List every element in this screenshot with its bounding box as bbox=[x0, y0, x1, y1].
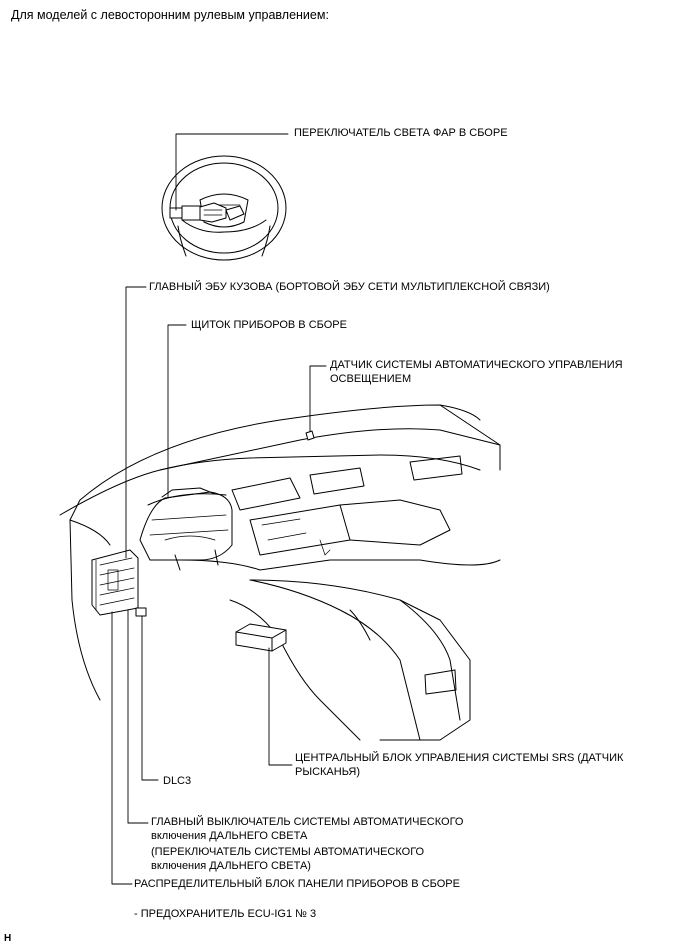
label-ahb-switch-line1: ГЛАВНЫЙ ВЫКЛЮЧАТЕЛЬ СИСТЕМЫ АВТОМАТИЧЕСК… bbox=[151, 816, 464, 828]
label-light-sensor-line2: ОСВЕЩЕНИЕМ bbox=[330, 373, 412, 385]
leader-lines bbox=[111, 133, 327, 885]
headlight-switch-assembly bbox=[169, 202, 245, 223]
label-ahb-sub-line2: включения ДАЛЬНЕГО СВЕТА) bbox=[151, 860, 311, 872]
header-note: Для моделей с левосторонним рулевым упра… bbox=[11, 8, 329, 22]
corner-mark: H bbox=[4, 933, 12, 944]
dashboard-outline bbox=[59, 404, 501, 741]
label-ahb-switch-line2: включения ДАЛЬНЕГО СВЕТА bbox=[151, 830, 308, 842]
label-ahb-sub-line1: (ПЕРЕКЛЮЧАТЕЛЬ СИСТЕМЫ АВТОМАТИЧЕСКОГО bbox=[151, 846, 425, 858]
label-junction-block: РАСПРЕДЕЛИТЕЛЬНЫЙ БЛОК ПАНЕЛИ ПРИБОРОВ В… bbox=[134, 878, 460, 890]
combination-meter bbox=[139, 487, 233, 571]
label-fuse: - ПРЕДОХРАНИТЕЛЬ ECU-IG1 № 3 bbox=[134, 908, 317, 920]
label-light-sensor-line1: ДАТЧИК СИСТЕМЫ АВТОМАТИЧЕСКОГО УПРАВЛЕНИ… bbox=[330, 359, 623, 371]
label-combination-meter: ЩИТОК ПРИБОРОВ В СБОРЕ bbox=[191, 319, 347, 331]
label-dlc3: DLC3 bbox=[163, 775, 192, 787]
label-srs-line2: РЫСКАНЬЯ) bbox=[295, 766, 361, 778]
label-srs-line1: ЦЕНТРАЛЬНЫЙ БЛОК УПРАВЛЕНИЯ СИСТЕМЫ SRS … bbox=[295, 752, 624, 764]
dlc3-connector bbox=[135, 607, 147, 617]
srs-center-airbag-sensor bbox=[235, 623, 287, 652]
label-main-body-ecu: ГЛАВНЫЙ ЭБУ КУЗОВА (БОРТОВОЙ ЭБУ СЕТИ МУ… bbox=[149, 281, 550, 293]
label-headlight-switch: ПЕРЕКЛЮЧАТЕЛЬ СВЕТА ФАР В СБОРЕ bbox=[294, 127, 508, 139]
main-body-ecu bbox=[91, 549, 139, 616]
